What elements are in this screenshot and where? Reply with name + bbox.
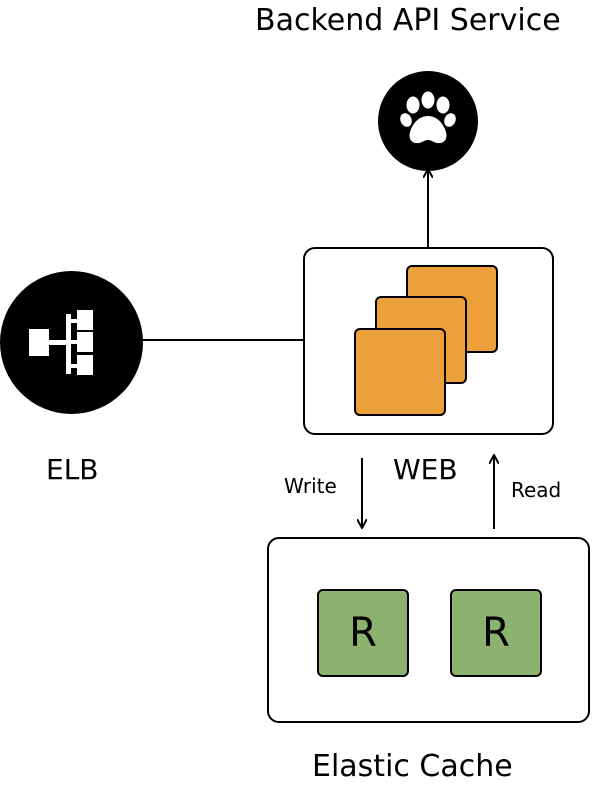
elb-label: ELB [46, 453, 99, 486]
load-balancer-icon [29, 310, 93, 375]
backend-label: Backend API Service [255, 3, 561, 38]
cache-label: Elastic Cache [312, 749, 513, 784]
elb-node[interactable] [0, 271, 143, 414]
cache-node[interactable]: R [317, 589, 409, 677]
paw-icon [400, 91, 456, 144]
web-instance-front [354, 328, 446, 416]
backend-node[interactable] [378, 71, 478, 171]
web-label: WEB [393, 453, 458, 486]
read-label: Read [511, 478, 562, 502]
write-label: Write [284, 474, 337, 498]
cache-node[interactable]: R [450, 589, 542, 677]
